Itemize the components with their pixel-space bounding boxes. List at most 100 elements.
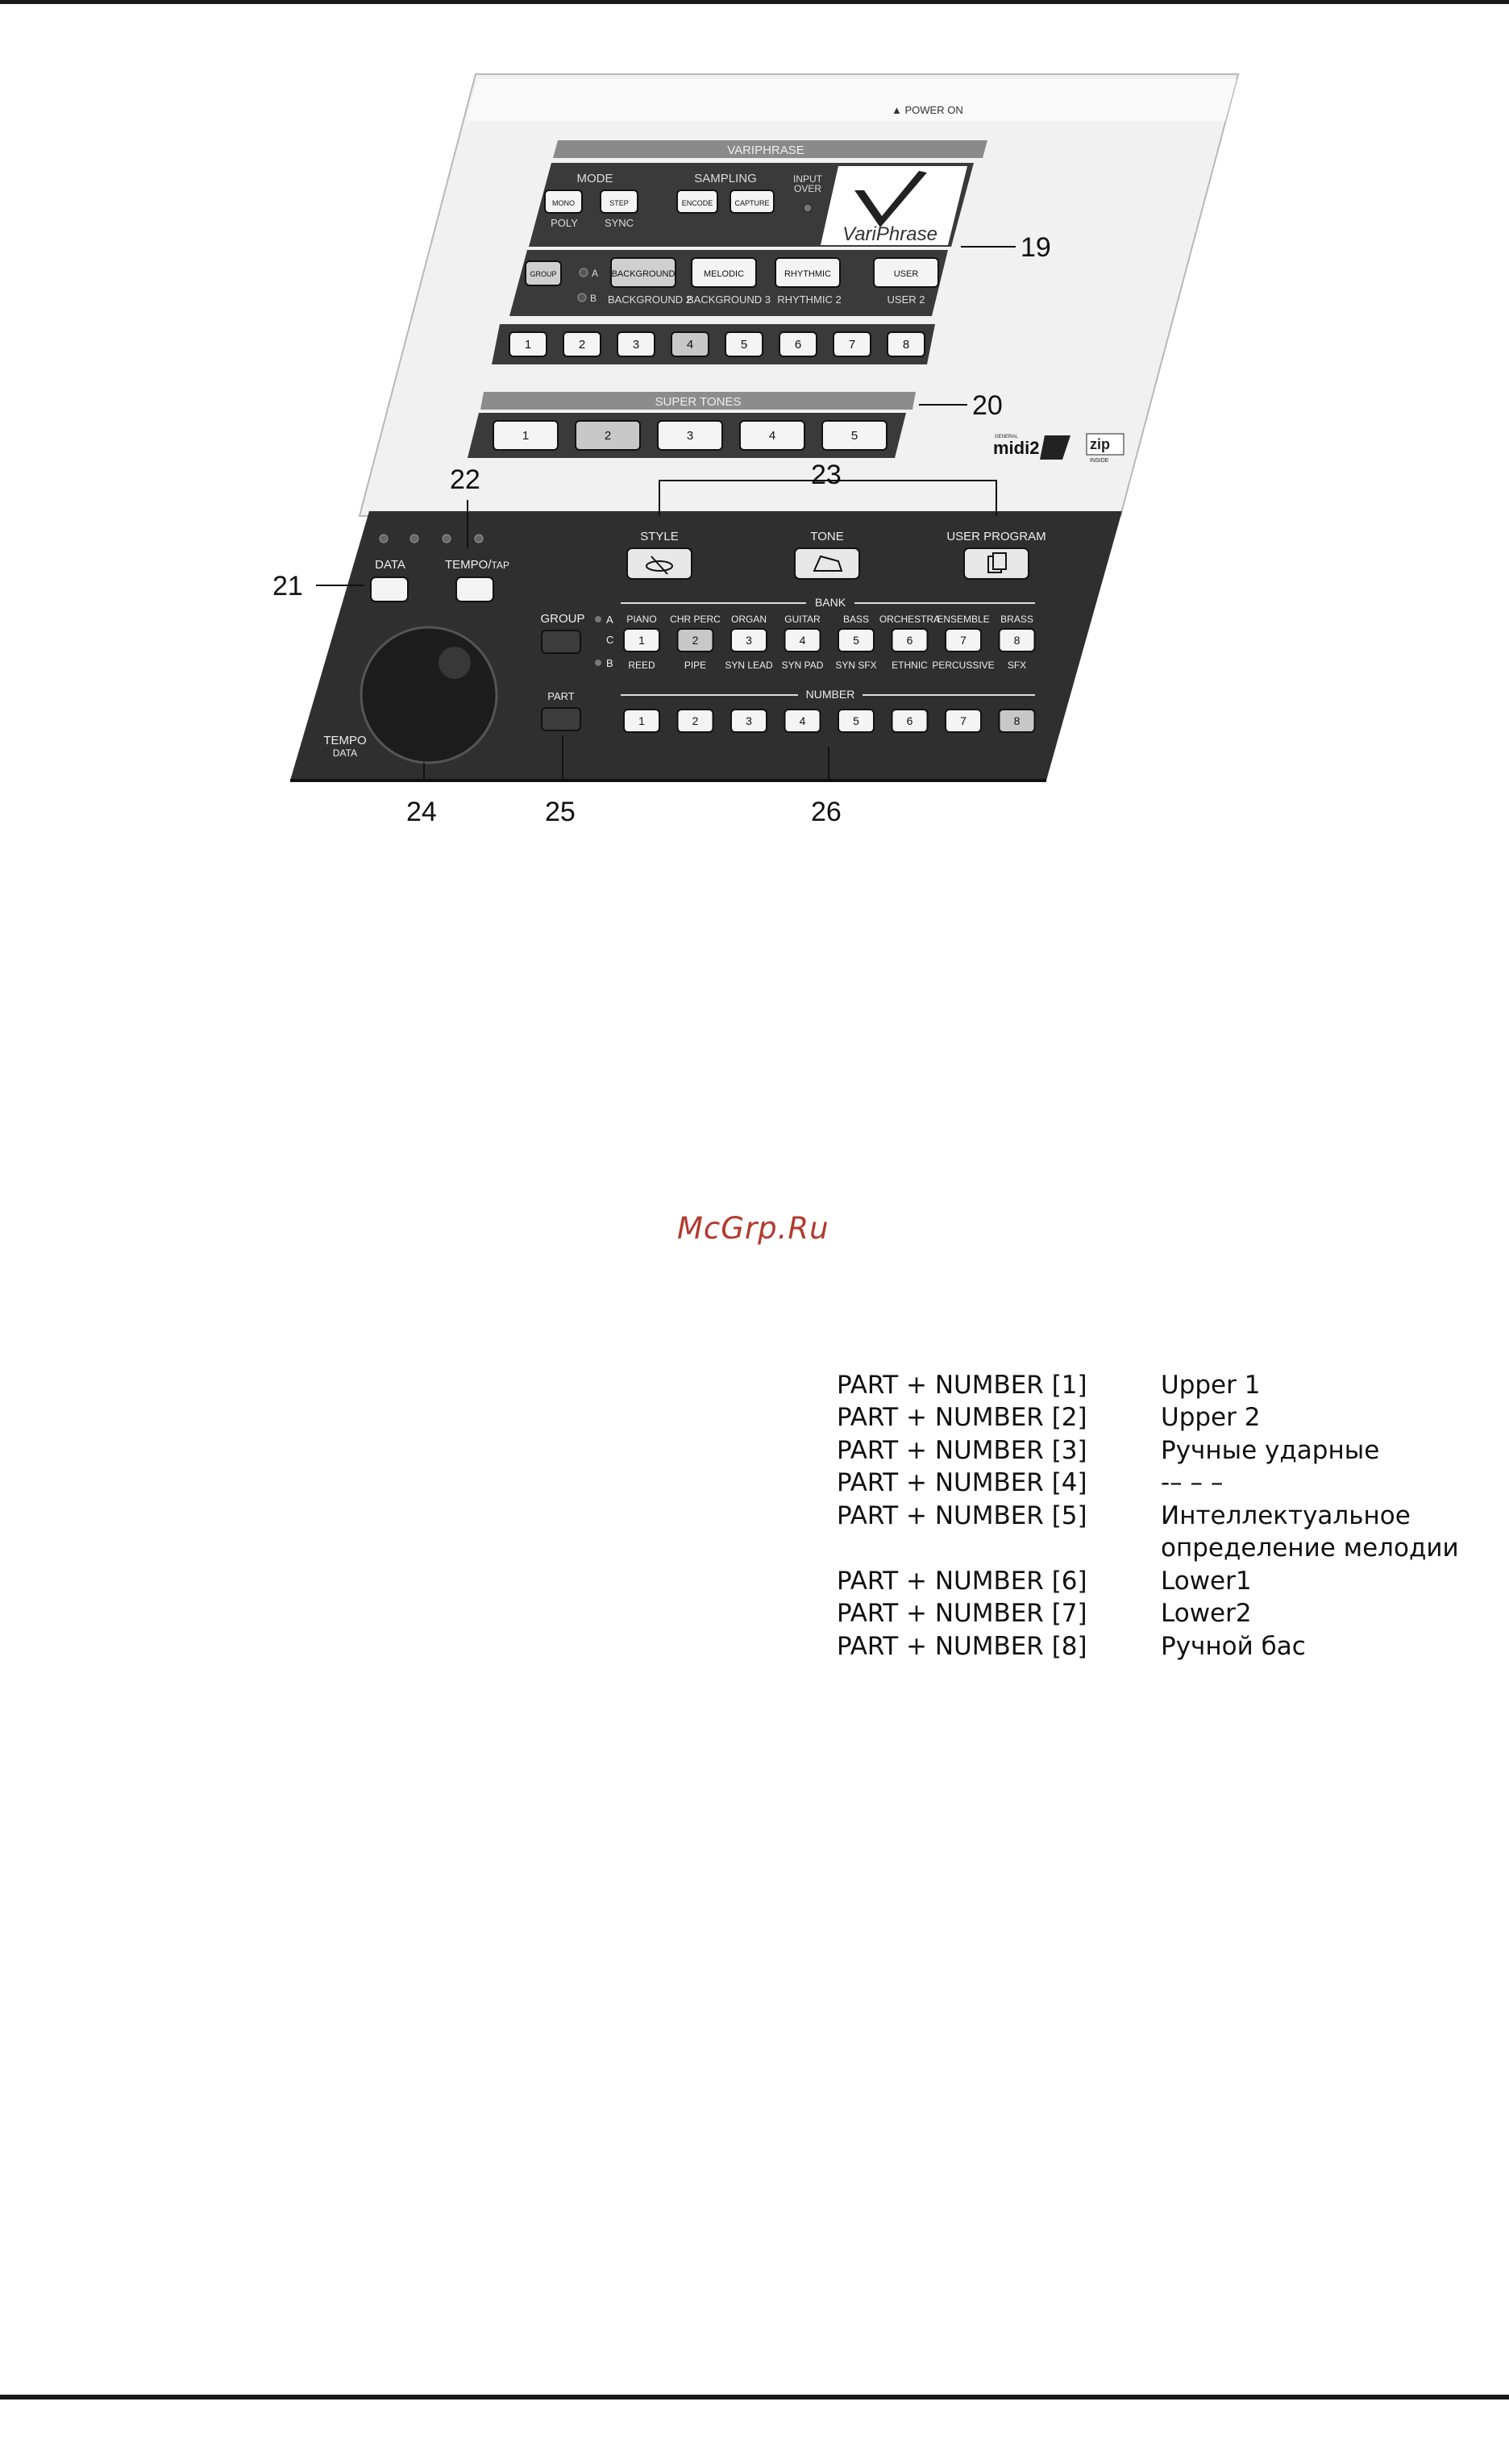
super-tone-button-1-label: 1 [522,429,529,443]
super-tone-button-4-label: 4 [769,429,775,443]
tempo-data-dial[interactable] [360,626,498,764]
super-tone-button-1[interactable]: 1 [493,420,559,451]
number-button-7[interactable]: 7 [945,709,982,733]
number-button-5[interactable]: 5 [838,709,875,733]
bank-bottom-label: SYN LEAD [725,660,773,671]
bank-button-3[interactable]: 3 [730,628,767,652]
vp-number-button-1[interactable]: 1 [509,331,547,357]
watermark: McGrp.Ru [677,1211,829,1246]
dial-finger-grip [439,647,471,679]
vp-number-button-3-label: 3 [633,338,639,352]
svg-text:USER: USER [894,269,919,279]
svg-text:MELODIC: MELODIC [704,269,744,279]
bank-button-7[interactable]: 7 [945,628,982,652]
bank-bottom-label: SYN PAD [782,660,824,671]
user-program-button[interactable] [963,547,1029,580]
bank-button-1[interactable]: 1 [623,628,660,652]
melodic-button[interactable]: MELODIC [691,257,757,288]
vp-number-button-8-label: 8 [903,338,909,352]
super-tone-button-4[interactable]: 4 [739,420,805,451]
capture-button[interactable]: CAPTURE [730,189,775,214]
bank-button-5[interactable]: 5 [838,628,875,652]
bank-button-2[interactable]: 2 [676,628,714,652]
vp-number-button-7[interactable]: 7 [833,331,871,357]
number-button-2-label: 2 [692,714,699,727]
vp-group-button[interactable]: GROUP [525,260,562,286]
background-button[interactable]: BACKGROUND [610,257,676,288]
super-tone-button-5[interactable]: 5 [821,420,888,451]
number-button-3[interactable]: 3 [730,709,767,733]
bank-button-8[interactable]: 8 [998,628,1036,652]
bank-a-label: A [606,614,613,626]
value-cell: Upper 1 [1161,1371,1261,1400]
led-3 [442,534,451,543]
user-program-label: USER PROGRAM [946,530,1045,543]
number-button-6-label: 6 [907,714,913,727]
number-button-8-label: 8 [1014,714,1021,727]
vp-number-button-2[interactable]: 2 [563,331,601,357]
mode-label: MODE [577,172,613,185]
callout-26: 26 [811,797,842,827]
vp-number-button-8[interactable]: 8 [887,331,925,357]
vp-number-button-1-label: 1 [525,338,531,352]
number-button-2[interactable]: 2 [676,709,714,733]
vp-number-button-6[interactable]: 6 [779,331,817,357]
number-button-4[interactable]: 4 [784,709,821,733]
vp-number-button-3[interactable]: 3 [617,331,655,357]
number-button-1-label: 1 [638,714,645,727]
tone-button[interactable] [794,547,860,580]
value-cell: Upper 2 [1161,1403,1261,1432]
group-a-led [579,268,588,277]
vp-number-button-4[interactable]: 4 [671,331,709,357]
top-rule [0,0,1509,4]
user-button[interactable]: USER [873,257,939,288]
bank-button-6[interactable]: 6 [891,628,929,652]
data-button[interactable] [370,576,409,602]
callout-23: 23 [811,460,842,490]
bank-bottom-label: PERCUSSIVE [932,660,994,671]
bank-b-led [595,660,601,666]
variphrase-check-icon [854,171,927,227]
value-cell: Ручные ударные [1161,1436,1380,1465]
vp-number-button-5[interactable]: 5 [725,331,763,357]
value-cell: определение мелодии [1161,1534,1459,1563]
bank-bottom-label: SYN SFX [835,660,876,671]
svg-text:GROUP: GROUP [530,270,556,278]
callout-21: 21 [272,571,303,601]
super-tone-button-2[interactable]: 2 [575,420,641,451]
part-button[interactable] [541,707,581,731]
documents-icon [987,552,1007,573]
number-button-8[interactable]: 8 [998,709,1036,733]
bank-group-button[interactable] [541,630,581,654]
callout-22: 22 [450,464,480,495]
callout-20: 20 [972,390,1003,421]
bank-top-label: BRASS [1000,614,1033,625]
mono-poly-button[interactable]: MONO [544,189,583,214]
style-button[interactable] [626,547,692,580]
panel-upper-highlight [466,79,1237,121]
dial-tempo-label: TEMPO [323,734,366,747]
number-button-6[interactable]: 6 [891,709,929,733]
style-label: STYLE [640,530,679,543]
bank-bottom-label: ETHNIC [892,660,928,671]
value-cell: Lower1 [1161,1567,1252,1596]
step-sync-button[interactable]: STEP [600,189,638,214]
bank-top-label: ORCHESTRA [879,614,940,625]
tempo-tap-button[interactable] [455,576,494,602]
keyboard-panel-illustration: ▲ POWER ON VARIPHRASE MODE SAMPLING INPU… [272,73,1240,827]
combo-cell: PART + NUMBER [6] [837,1567,1087,1596]
super-tone-button-3[interactable]: 3 [657,420,723,451]
bank-bottom-label: PIPE [684,660,706,671]
variphrase-logo-text: VariPhrase [842,223,937,245]
number-button-4-label: 4 [800,714,806,727]
combo-cell: PART + NUMBER [5] [837,1501,1087,1530]
callout-25: 25 [545,797,576,827]
combo-cell: PART + NUMBER [2] [837,1403,1087,1432]
bank-button-4[interactable]: 4 [784,628,821,652]
bank-c-label: C [606,634,613,646]
led-1 [379,534,389,543]
combo-cell: PART + NUMBER [4] [837,1468,1087,1497]
rhythmic-button[interactable]: RHYTHMIC [775,257,841,288]
encode-button[interactable]: ENCODE [676,189,718,214]
number-button-1[interactable]: 1 [623,709,660,733]
